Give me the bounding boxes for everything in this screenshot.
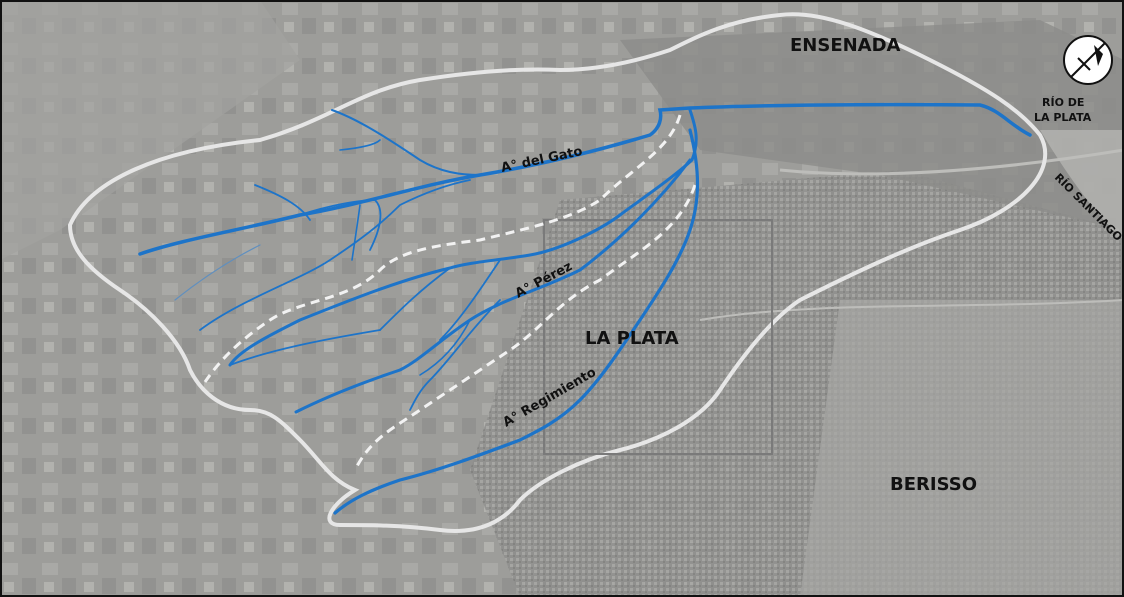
- rural-area-berisso: [800, 300, 1124, 597]
- place-rio-de-la-plata-line1: RÍO DE: [1042, 96, 1084, 109]
- divide-north: [203, 114, 682, 383]
- place-berisso: BERISSO: [890, 474, 977, 495]
- place-la-plata: LA PLATA: [585, 328, 679, 349]
- urban-area-ensenada: [620, 20, 1124, 230]
- stream-regimiento: [294, 128, 700, 515]
- rural-area-west: [0, 0, 300, 260]
- basin-outline: [67, 12, 1048, 533]
- study-area-box: [543, 219, 773, 455]
- road: [699, 299, 1124, 321]
- place-rio-de-la-plata-line2: LA PLATA: [1034, 111, 1092, 124]
- north-arrow-icon: [1063, 35, 1113, 85]
- road: [779, 148, 1124, 176]
- stream-del-gato: [138, 102, 1032, 331]
- place-ensenada: ENSENADA: [790, 35, 901, 56]
- divide-south: [353, 184, 697, 471]
- rio-santiago-water: [1040, 130, 1124, 240]
